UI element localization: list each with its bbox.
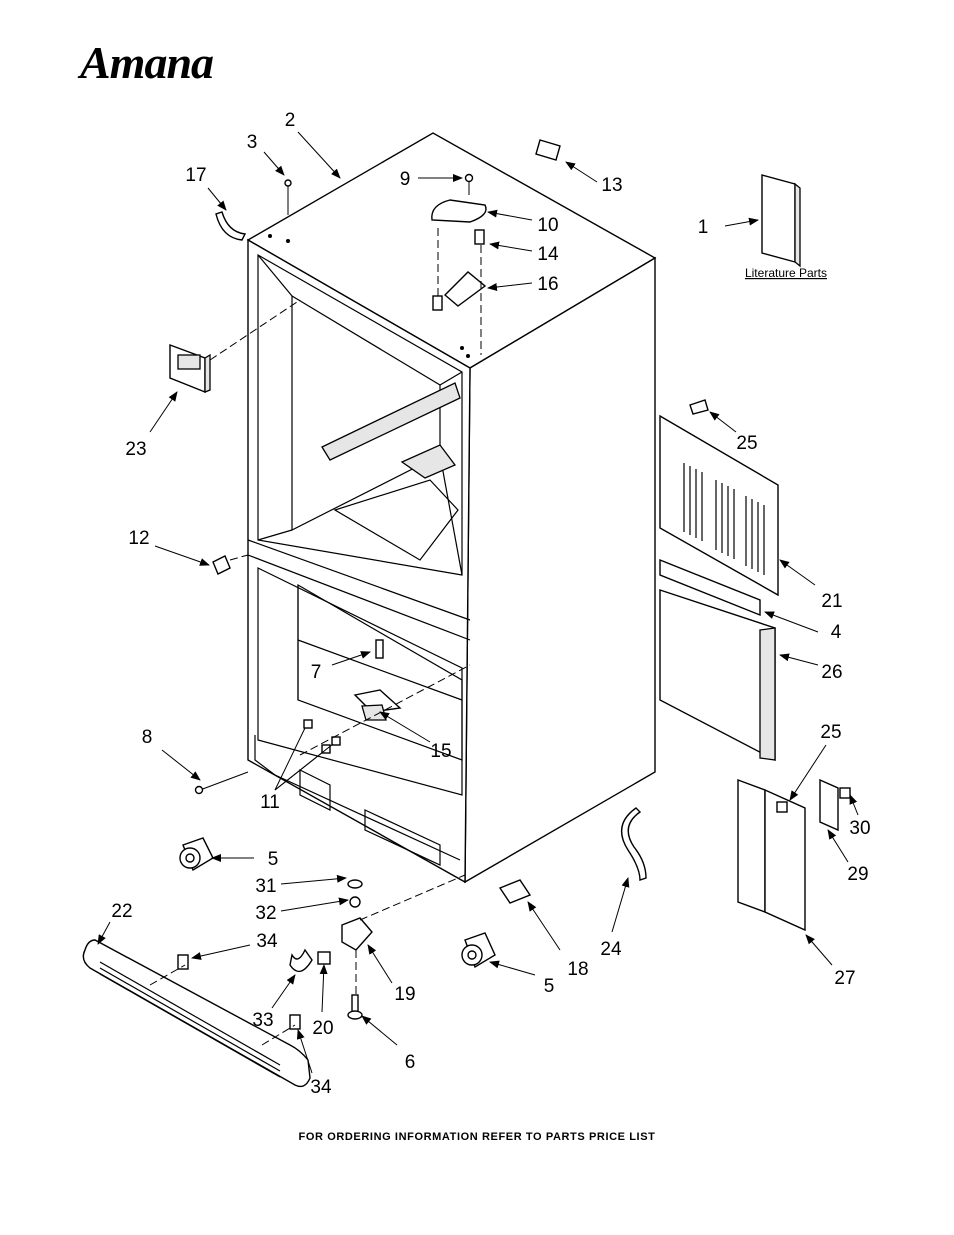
callout-21: 21	[821, 591, 842, 612]
callout-11: 11	[260, 792, 280, 813]
callout-34-lower: 34	[310, 1077, 332, 1098]
callout-4: 4	[831, 622, 842, 643]
callout-12: 12	[128, 528, 149, 549]
top-hinge-parts	[431, 139, 561, 355]
callout-20: 20	[312, 1018, 333, 1039]
callout-29: 29	[847, 864, 868, 885]
literature-parts-label: Literature Parts	[745, 266, 827, 280]
callout-19: 19	[394, 984, 415, 1005]
callout-27: 27	[834, 968, 855, 989]
callout-18: 18	[567, 959, 588, 980]
refrigerator-cabinet	[246, 132, 657, 884]
side-screws	[194, 554, 249, 795]
callout-32: 32	[255, 903, 276, 924]
literature-booklet	[761, 174, 801, 268]
callout-17: 17	[185, 165, 206, 186]
callout-15: 15	[430, 741, 451, 762]
callout-30: 30	[849, 818, 870, 839]
callout-numbers: 1 2 3 17 9 10 14 16 13 23 12 7 8 11 15 2…	[111, 110, 870, 1098]
callout-16: 16	[537, 274, 558, 295]
amana-logo: Amana	[80, 37, 214, 88]
callout-7: 7	[311, 662, 322, 683]
callout-26: 26	[821, 662, 842, 683]
callout-14: 14	[537, 244, 559, 265]
callout-25-upper: 25	[736, 433, 757, 454]
callout-leaders	[97, 131, 859, 1074]
rear-bracket-assembly	[737, 778, 851, 932]
callout-34-upper: 34	[256, 931, 278, 952]
clip-and-drain-hose	[498, 807, 647, 904]
caster-front-left	[179, 837, 214, 872]
callout-5-right: 5	[544, 976, 555, 997]
callout-24: 24	[600, 939, 622, 960]
callout-33: 33	[252, 1010, 273, 1031]
callout-8: 8	[142, 727, 153, 748]
toe-grille	[82, 939, 311, 1088]
callout-13: 13	[601, 175, 622, 196]
vent-grille	[683, 463, 765, 575]
callout-3: 3	[247, 132, 258, 153]
screw-and-tube-top-left	[215, 179, 292, 241]
callout-10: 10	[537, 215, 558, 236]
callout-9: 9	[400, 169, 411, 190]
ordering-info-footer: FOR ORDERING INFORMATION REFER TO PARTS …	[298, 1131, 656, 1143]
callout-5-left: 5	[268, 849, 279, 870]
callout-6: 6	[405, 1052, 416, 1073]
rear-access-panels	[659, 399, 779, 762]
caster-front-right	[461, 932, 496, 969]
callout-2: 2	[285, 110, 296, 131]
control-panel	[169, 299, 301, 394]
callout-25-lower: 25	[820, 722, 841, 743]
callout-1: 1	[698, 217, 709, 238]
leveler-parts	[289, 874, 466, 1020]
callout-31: 31	[255, 876, 276, 897]
callout-23: 23	[125, 439, 146, 460]
callout-22: 22	[111, 901, 132, 922]
